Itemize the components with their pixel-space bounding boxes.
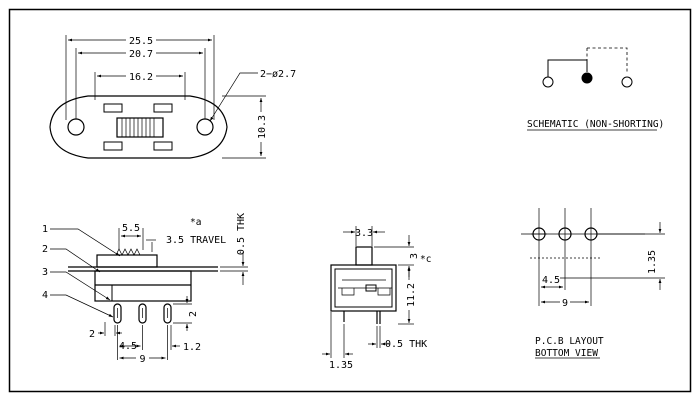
pcb-dim-9: 9	[562, 298, 568, 309]
schematic-terminal-left	[542, 76, 554, 88]
callout-3: 3	[42, 267, 48, 278]
side-view: 1 2 3 4 5.5 *a 3.5 TRAVEL 0.5 THK 2	[42, 213, 248, 365]
callout-4: 4	[42, 290, 48, 301]
tab-bottom-right	[153, 141, 173, 151]
dim-5-5: 5.5	[122, 223, 140, 234]
top-view-body	[49, 95, 228, 159]
dim-10-3: 10.3	[257, 115, 268, 139]
note-c: *c	[420, 254, 431, 265]
dim-1-2: 1.2	[183, 342, 201, 353]
sheet-border	[8, 8, 692, 393]
front-thk-label: 0.5 THK	[385, 339, 427, 350]
side-actuator	[96, 254, 158, 268]
pcb-dim-4-5: 4.5	[542, 275, 560, 286]
slider-actuator	[116, 117, 164, 138]
dim-3-c: 3	[409, 253, 420, 259]
callout-1: 1	[42, 224, 48, 235]
front-contact	[365, 284, 377, 292]
note-a: *a	[190, 217, 201, 228]
schematic: SCHEMATIC (NON-SHORTING)	[527, 47, 664, 131]
side-pin-2	[138, 303, 147, 324]
front-actuator	[355, 246, 373, 266]
dim-25-5: 25.5	[129, 36, 153, 47]
dim-2-right: 2	[188, 311, 199, 317]
front-view: 3.3 3 *c 11.2 1.35 0.5 THK	[322, 226, 431, 371]
tab-top-left	[103, 103, 123, 113]
travel-label: 3.5 TRAVEL	[166, 235, 226, 246]
tab-bottom-left	[103, 141, 123, 151]
schematic-label: SCHEMATIC (NON-SHORTING)	[527, 119, 664, 130]
dim-3-3: 3.3	[355, 228, 373, 239]
side-pin-3	[163, 303, 172, 324]
actuator-serration	[115, 248, 141, 256]
tab-top-right	[153, 103, 173, 113]
schematic-terminal-right	[621, 76, 633, 88]
pcb-title-line1: P.C.B LAYOUT	[535, 336, 604, 347]
dim-20-7: 20.7	[129, 49, 153, 60]
mount-hole-right	[196, 118, 214, 136]
dim-11-2: 11.2	[406, 283, 417, 307]
top-view: 25.5 20.7 16.2 2−ø2.7 10.3	[49, 35, 296, 159]
side-thk-label: 0.5 THK	[236, 213, 247, 255]
mount-hole-left	[67, 118, 85, 136]
dim-2-left: 2	[89, 329, 95, 340]
dim-16-2: 16.2	[129, 72, 153, 83]
pcb-title-line2: BOTTOM VIEW	[535, 348, 598, 359]
front-dim-1-35: 1.35	[329, 360, 353, 371]
side-case	[94, 270, 192, 302]
schematic-terminal-common	[581, 72, 593, 84]
side-pin-1	[113, 303, 122, 324]
slider-grip	[121, 118, 155, 137]
dim-9-side: 9	[139, 354, 145, 365]
hole-callout: 2−ø2.7	[260, 69, 296, 80]
dim-4-5: 4.5	[119, 341, 137, 352]
pcb-layout: 1.35 4.5 9 P.C.B LAYOUT BOTTOM VIEW	[521, 208, 665, 359]
callout-2: 2	[42, 244, 48, 255]
pcb-dim-1-35: 1.35	[647, 250, 658, 274]
